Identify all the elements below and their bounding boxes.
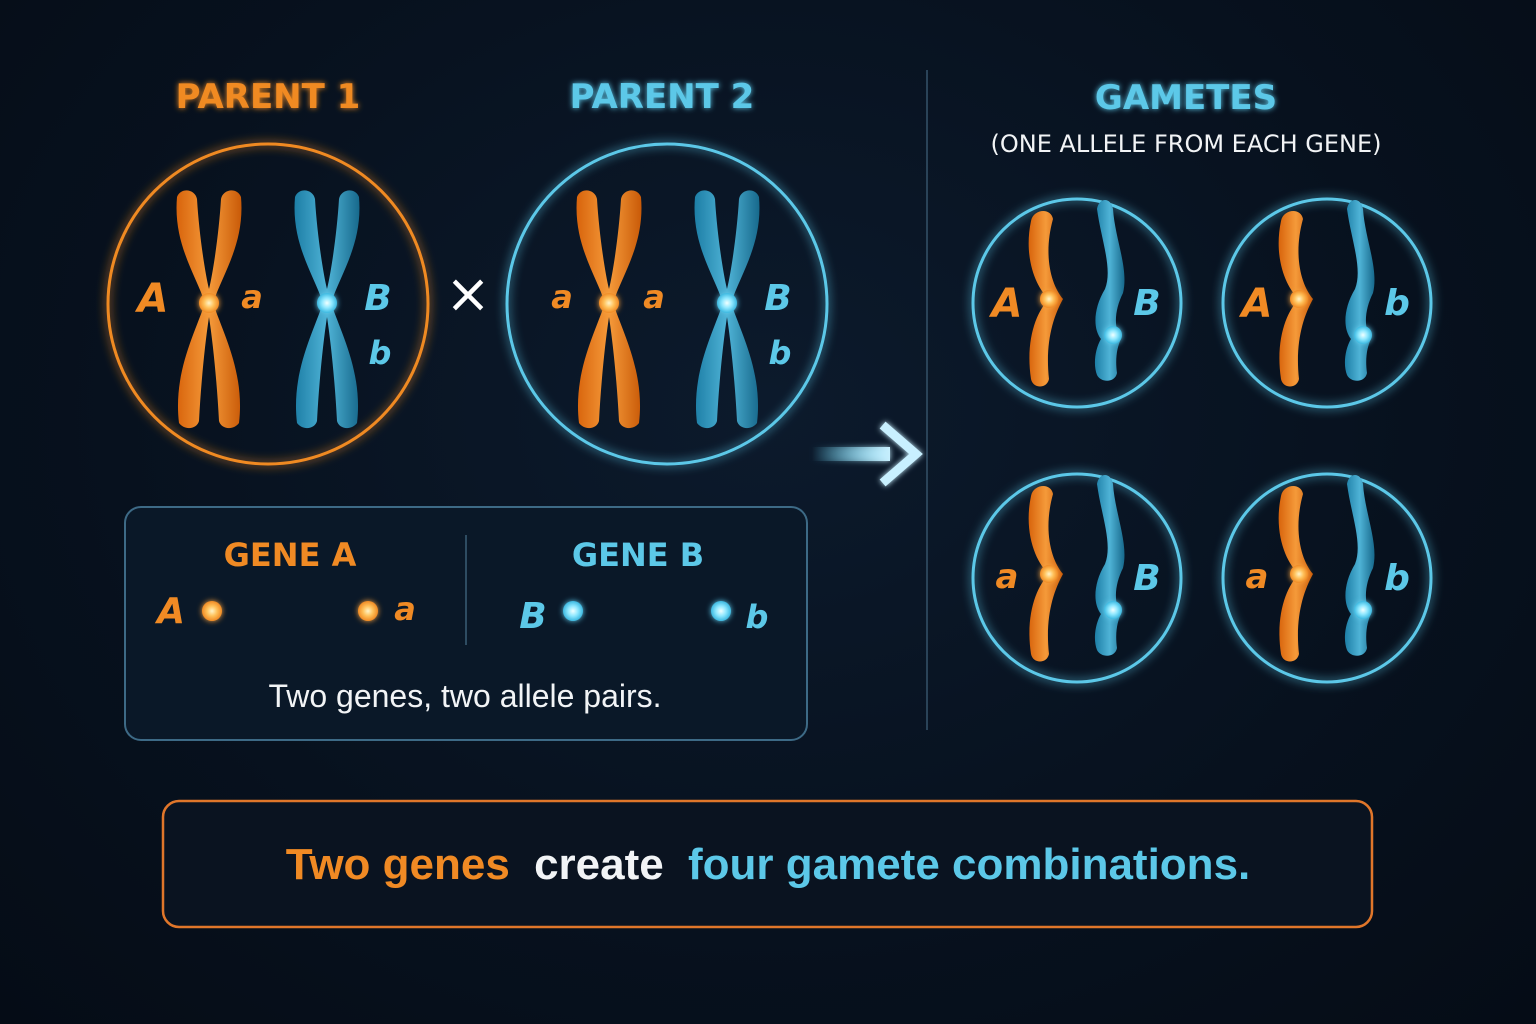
- gamete-chromosome-a: [1278, 210, 1313, 387]
- gamete-allele-a: a: [1246, 557, 1269, 597]
- gamete-allele-a: A: [989, 281, 1023, 327]
- gamete-allele-b: b: [1384, 283, 1410, 324]
- gamete-chromosome-a: [1028, 485, 1063, 662]
- gamete-chromosome-b: [1094, 200, 1125, 381]
- parent2-cell: [505, 142, 829, 466]
- gamete-ring: [1221, 472, 1433, 684]
- parent2-chromosome-a: [576, 190, 642, 429]
- gamete-chromosome-b: [1094, 475, 1125, 656]
- gene-a-left-dot: [202, 601, 222, 621]
- summary-part-two-genes: Two genes: [286, 840, 510, 889]
- parent2-allele-B: B: [764, 278, 791, 319]
- legend-caption: Two genes, two allele pairs.: [268, 678, 661, 714]
- gamete-allele-b: b: [1384, 558, 1410, 599]
- parent2-allele-a-left: a: [551, 278, 573, 316]
- parent1-allele-A: A: [135, 276, 169, 322]
- gene-b-allele-right: b: [746, 598, 769, 636]
- summary-text: Two genes create four gamete combination…: [286, 840, 1251, 889]
- gamete-chromosome-a: [1278, 485, 1313, 662]
- gamete-allele-b: B: [1133, 558, 1160, 599]
- summary-part-combinations: four gamete combinations.: [688, 840, 1250, 889]
- gamete-chromosome-b: [1344, 200, 1375, 381]
- gamete-chromosome-b: [1344, 475, 1375, 656]
- gene-b-allele-left: B: [519, 596, 546, 637]
- gamete-ring: [971, 472, 1183, 684]
- gamete-ring: [1221, 197, 1433, 409]
- cross-icon: ×: [445, 262, 490, 325]
- parent2-chromosome-b: [694, 190, 760, 429]
- gene-b-left-dot: [563, 601, 583, 621]
- gamete-allele-a: a: [996, 557, 1019, 597]
- gene-a-allele-right: a: [394, 590, 416, 628]
- parent1-title: PARENT 1: [176, 77, 361, 117]
- parent1-allele-a: a: [241, 278, 263, 316]
- parent1-chromosome-b: [294, 190, 360, 429]
- summary-part-create: create: [534, 840, 664, 889]
- gene-a-allele-left: A: [154, 591, 185, 632]
- gene-a-title: GENE A: [224, 536, 357, 574]
- gametes-title: GAMETES: [1095, 78, 1277, 118]
- gametes-subtitle: (ONE ALLELE FROM EACH GENE): [990, 130, 1381, 158]
- right-arrow-icon: [812, 421, 923, 487]
- gene-b-right-dot: [711, 601, 731, 621]
- parent1-chromosome-a: [176, 190, 242, 429]
- gene-b-title: GENE B: [572, 536, 704, 574]
- gamete-ring: [971, 197, 1183, 409]
- parent2-allele-b: b: [769, 334, 792, 372]
- gamete-allele-b: B: [1133, 283, 1160, 324]
- parent1-allele-B: B: [364, 278, 391, 319]
- gene-a-right-dot: [358, 601, 378, 621]
- parent1-cell: [106, 142, 430, 466]
- gamete-allele-a: A: [1239, 281, 1273, 327]
- parent1-allele-b: b: [369, 334, 392, 372]
- gamete-chromosome-a: [1028, 210, 1063, 387]
- summary-banner: [161, 799, 1374, 929]
- parent2-allele-a-right: a: [643, 278, 665, 316]
- parent2-title: PARENT 2: [570, 77, 755, 117]
